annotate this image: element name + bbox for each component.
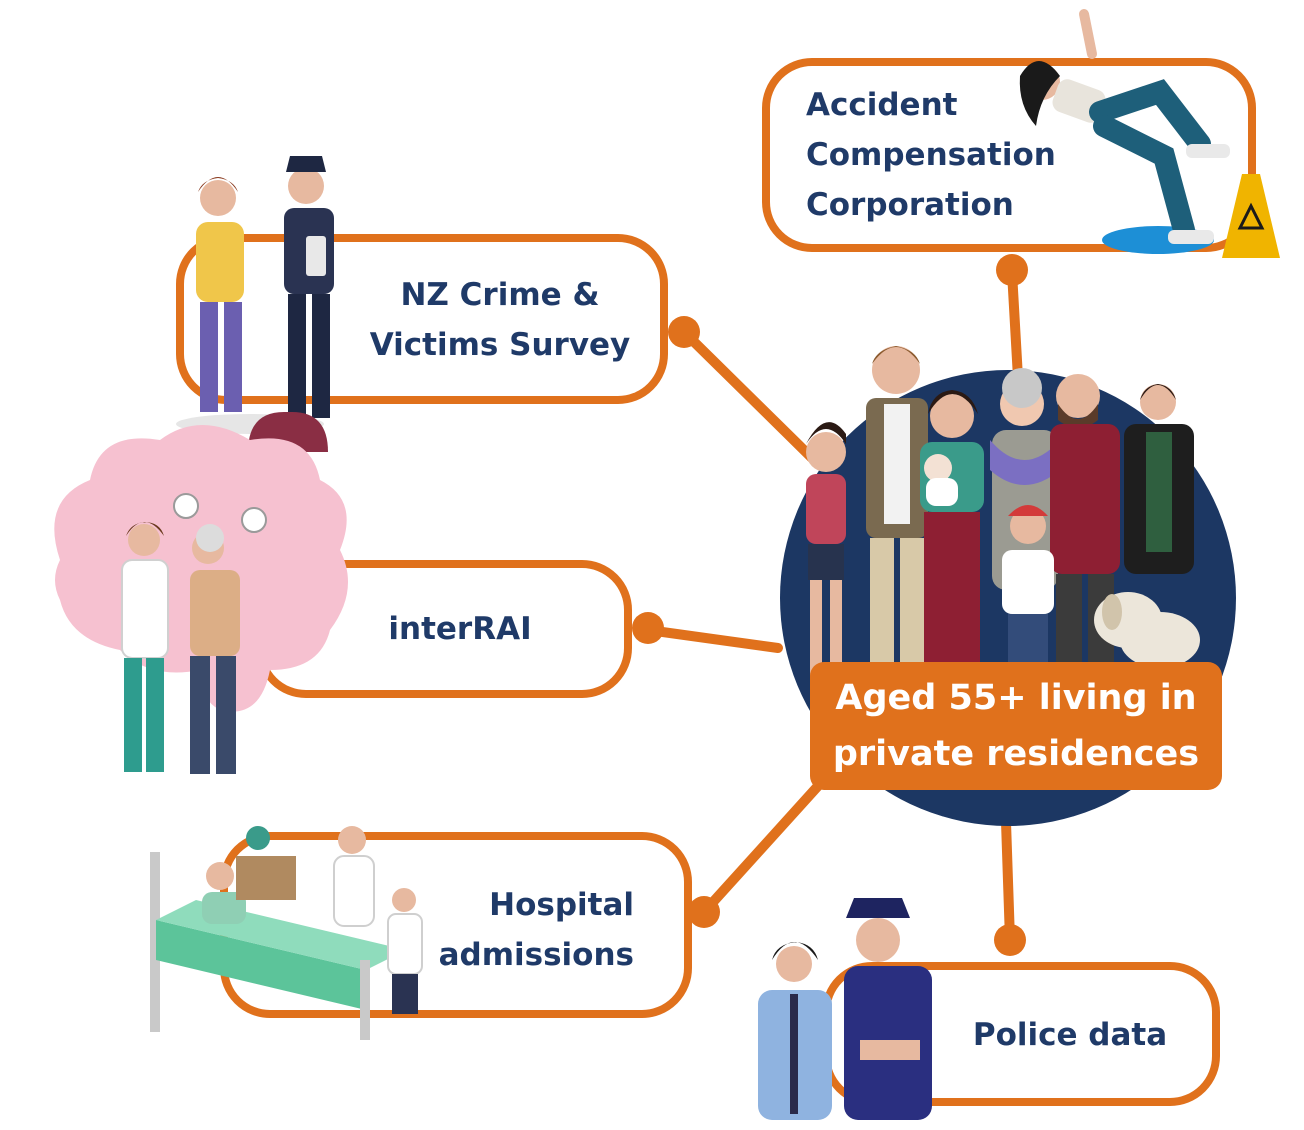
population-label: Aged 55+ living in private residences <box>810 662 1222 790</box>
interrai-label-line-1: interRAI <box>388 611 532 647</box>
hospital-bed-illustration <box>150 826 423 1040</box>
connector-police <box>1001 817 1015 945</box>
hospital-label-line-2: admissions <box>438 937 634 973</box>
acc-label-line-2: Compensation <box>806 137 1056 173</box>
connector-interrai <box>643 625 783 653</box>
crime-label-line-1: NZ Crime & <box>400 277 600 313</box>
connector-crime <box>679 327 817 463</box>
police-connector-dot <box>994 924 1026 956</box>
hospital-label: Hospital admissions <box>424 880 634 980</box>
brain-and-doctor-illustration <box>54 425 349 774</box>
population-label-line-2: private residences <box>832 734 1200 774</box>
crime-label: NZ Crime & Victims Survey <box>340 270 660 370</box>
acc-label-line-1: Accident <box>806 87 958 123</box>
police-label: Police data <box>950 1010 1190 1060</box>
crime-label-line-2: Victims Survey <box>369 327 631 363</box>
crime-connector-dot <box>668 316 700 348</box>
population-label-line-1: Aged 55+ living in <box>835 678 1197 718</box>
interrai-label: interRAI <box>370 604 550 654</box>
connector-acc <box>1007 267 1023 383</box>
hospital-label-line-1: Hospital <box>489 887 634 923</box>
slip-and-fall-illustration <box>1019 9 1280 258</box>
interrai-connector-dot <box>632 612 664 644</box>
police-officers-illustration <box>758 898 932 1120</box>
police-label-line-1: Police data <box>972 1017 1168 1053</box>
connector-hospital <box>699 781 823 917</box>
hospital-connector-dot <box>688 896 720 928</box>
acc-label: Accident Compensation Corporation <box>806 80 1106 230</box>
acc-connector-dot <box>996 254 1028 286</box>
acc-label-line-3: Corporation <box>806 187 1014 223</box>
